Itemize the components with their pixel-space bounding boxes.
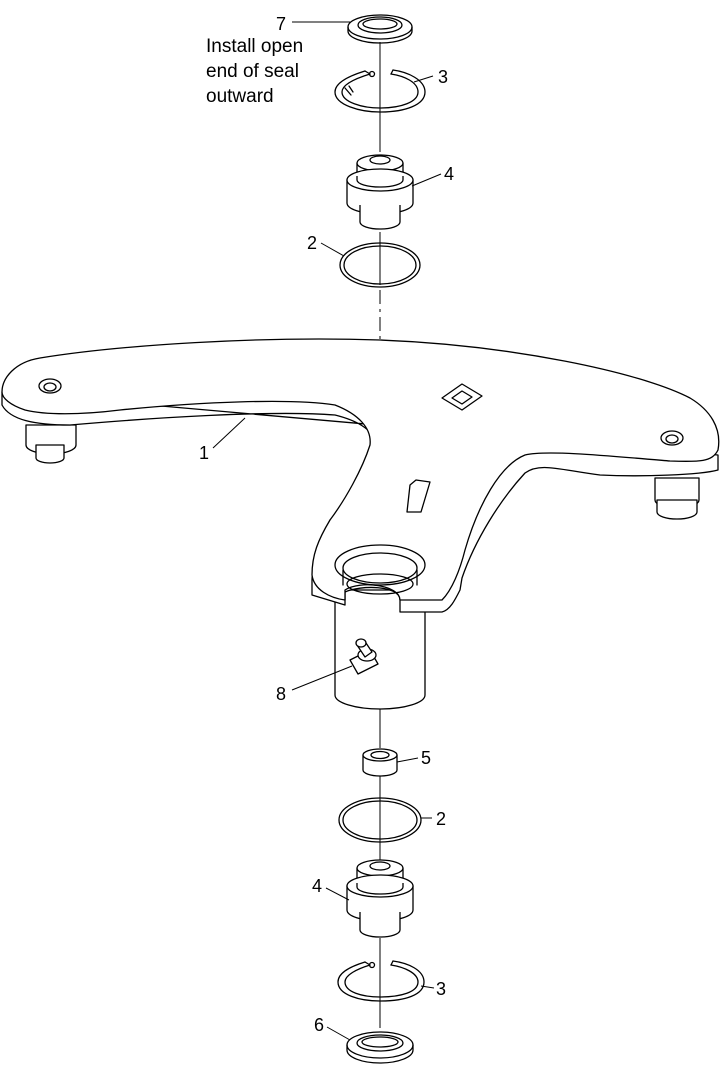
- seal-bottom: [346, 1031, 414, 1064]
- callout-bearing-top: 4: [444, 164, 454, 184]
- arm-bracket: [1, 338, 720, 710]
- callout-snap-ring-bottom: 3: [436, 979, 446, 999]
- callout-grease-fitting: 8: [276, 684, 286, 704]
- install-note-line-3: outward: [206, 86, 274, 107]
- callout-oring-bottom: 2: [436, 809, 446, 829]
- callout-bearing-bottom: 4: [312, 876, 322, 896]
- callout-labels: 7 3 4 2 1 8 5 2 4 3 6: [199, 14, 454, 1035]
- oring-top: [339, 242, 421, 288]
- bearing-top: [346, 154, 414, 230]
- install-note-line-2: end of seal: [206, 61, 299, 82]
- install-note-line-1: Install open: [206, 36, 303, 57]
- snap-ring-top: [334, 69, 426, 113]
- seal-top: [347, 14, 413, 44]
- callout-arm: 1: [199, 443, 209, 463]
- oring-bottom: [338, 797, 422, 843]
- callout-oring-top: 2: [307, 233, 317, 253]
- callout-seal-bottom: 6: [314, 1015, 324, 1035]
- grease-fitting: [349, 638, 379, 675]
- bearing-bottom: [346, 859, 414, 938]
- callout-snap-ring-top: 3: [438, 67, 448, 87]
- callout-spacer: 5: [421, 748, 431, 768]
- leader-lines: [212, 21, 442, 1041]
- spacer: [362, 748, 398, 777]
- callout-seal-top: 7: [276, 14, 286, 34]
- snap-ring-bottom: [337, 960, 425, 1002]
- install-note: Install open end of seal outward: [206, 36, 303, 107]
